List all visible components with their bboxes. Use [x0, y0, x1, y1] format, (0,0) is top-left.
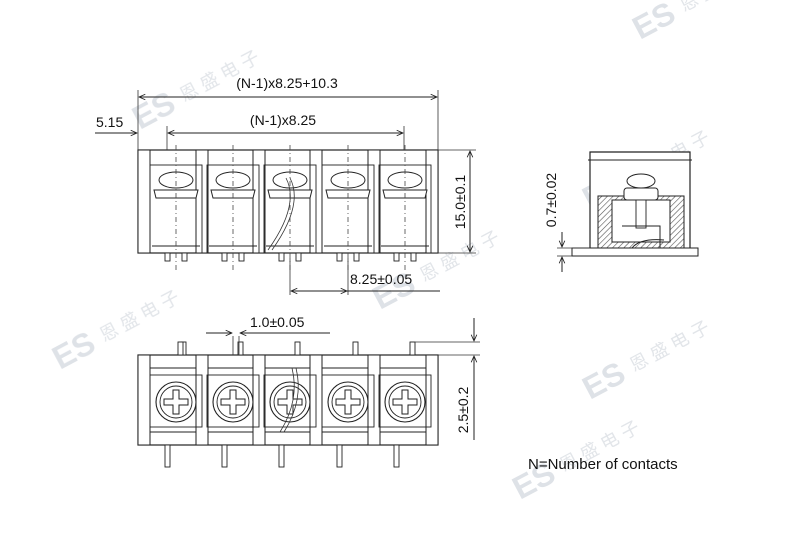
- pin-length-label: 2.5±0.2: [455, 386, 471, 433]
- pin: [336, 252, 343, 262]
- dim-pitch-total: (N-1)x8.25: [166, 112, 405, 150]
- side-screw-head: [623, 187, 659, 201]
- pin-top: [237, 341, 244, 356]
- pitch-label: 8.25±0.05: [350, 271, 412, 287]
- dim-height: 15.0±0.1: [438, 149, 476, 254]
- pitch-total-label: (N-1)x8.25: [250, 112, 316, 128]
- height-label: 15.0±0.1: [452, 175, 468, 230]
- pin: [164, 252, 171, 262]
- pin-bottom: [336, 444, 343, 468]
- pin-bottom: [221, 444, 228, 468]
- pin-width-label: 1.0±0.05: [250, 314, 305, 330]
- overall-length-label: (N-1)x8.25+10.3: [236, 75, 338, 91]
- end-offset-label: 5.15: [96, 114, 123, 130]
- screw-cell: [321, 374, 375, 428]
- pin: [393, 252, 400, 262]
- front-centerlines: [175, 145, 406, 270]
- pin-bottom: [278, 444, 285, 468]
- wire-cut-line: [271, 177, 295, 251]
- barrier: [137, 149, 151, 254]
- screw-cell: [149, 374, 203, 428]
- pin: [353, 252, 360, 262]
- watermark-logo: ES: [626, 0, 681, 46]
- dim-overall-length: (N-1)x8.25+10.3: [137, 75, 439, 150]
- dim-end-offset: 5.15: [95, 114, 137, 133]
- watermark-top-right: ES 恩 盛 电 子: [626, 0, 763, 46]
- cross-slot-icon: [163, 389, 189, 415]
- front-barriers: [137, 149, 439, 254]
- pin: [238, 252, 245, 262]
- watermark-text: 恩 盛 电 子: [677, 0, 763, 16]
- screw-inner-icon: [331, 385, 365, 419]
- cross-slot-icon: [277, 389, 303, 415]
- screw-inner-icon: [388, 385, 422, 419]
- pin: [295, 252, 302, 262]
- note-text: N=Number of contacts: [528, 456, 678, 473]
- screw-cell: [263, 374, 317, 428]
- pin-top: [409, 341, 416, 356]
- cross-slot-icon: [220, 389, 246, 415]
- pin: [181, 252, 188, 262]
- plan-view: [137, 341, 439, 468]
- watermark-text: 恩 盛 电 子: [627, 317, 713, 376]
- dim-pin-width: 1.0±0.05: [206, 314, 330, 355]
- side-base-plate: [571, 247, 699, 257]
- side-screw-top: [626, 173, 656, 189]
- side-offset-label: 0.7±0.02: [543, 173, 559, 228]
- wire-cut-line: [283, 367, 299, 433]
- pin: [278, 252, 285, 262]
- wire-cut-line: [267, 177, 291, 251]
- barrier: [137, 354, 151, 446]
- screw-inner-icon: [216, 385, 250, 419]
- screw-cell: [206, 374, 260, 428]
- barrier: [425, 149, 439, 254]
- plan-screws: [149, 374, 432, 428]
- wire-cut-line: [279, 367, 295, 433]
- barrier: [425, 354, 439, 446]
- pin: [221, 252, 228, 262]
- front-pins: [164, 252, 417, 262]
- screw-inner-icon: [273, 385, 307, 419]
- screw-cell: [378, 374, 432, 428]
- watermark-logo: ES: [576, 354, 631, 406]
- cross-slot-icon: [335, 389, 361, 415]
- watermark-right-low: ES 恩 盛 电 子: [576, 317, 713, 406]
- pin-top: [294, 341, 301, 356]
- cross-slot-icon: [392, 389, 418, 415]
- pin-bottom: [393, 444, 400, 468]
- front-view: [137, 145, 439, 270]
- dim-side-offset: 0.7±0.02: [543, 173, 590, 272]
- pin-top: [177, 341, 184, 356]
- watermark-logo: ES: [46, 324, 101, 376]
- plan-pins: [164, 341, 416, 468]
- pin: [410, 252, 417, 262]
- dim-pin-length: 2.5±0.2: [410, 318, 480, 440]
- side-view: [571, 151, 699, 257]
- watermark-logo: ES: [126, 84, 181, 136]
- dim-pitch: 8.25±0.05: [289, 258, 440, 295]
- side-screw-shank: [635, 199, 647, 229]
- watermark-text: 恩 盛 电 子: [97, 287, 183, 346]
- pin-top: [352, 341, 359, 356]
- screw-inner-icon: [159, 385, 193, 419]
- pin-bottom: [164, 444, 171, 468]
